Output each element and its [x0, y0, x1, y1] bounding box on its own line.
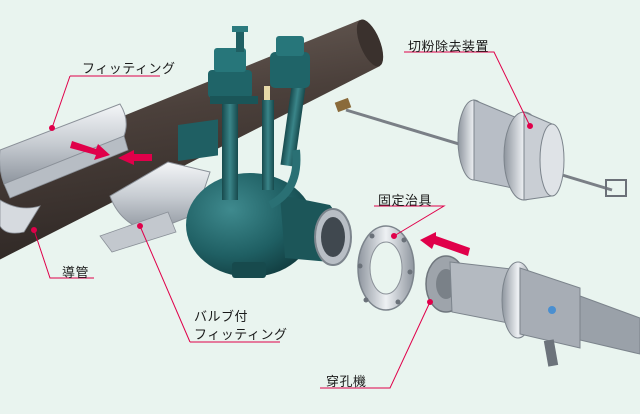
label-drilling-machine: 穿孔機 — [326, 375, 367, 390]
label-valve-fitting-line2: フィッティング — [194, 328, 288, 343]
label-pipe: 導管 — [62, 266, 90, 281]
assembly-arrows — [70, 141, 470, 256]
drilling-machine — [425, 255, 640, 367]
fixing-jig-ring — [357, 225, 415, 311]
label-chip-remover: 切粉除去装置 — [408, 40, 490, 55]
valve-stems — [208, 26, 310, 209]
valve-fitting-lower-shell — [99, 161, 211, 253]
label-fixing-jig: 固定治具 — [378, 194, 433, 209]
label-fitting: フィッティング — [82, 62, 176, 77]
label-valve-fitting-line1: バルブ付 — [194, 310, 249, 325]
chip-remover-device — [334, 97, 627, 201]
leader-lines — [31, 51, 533, 389]
